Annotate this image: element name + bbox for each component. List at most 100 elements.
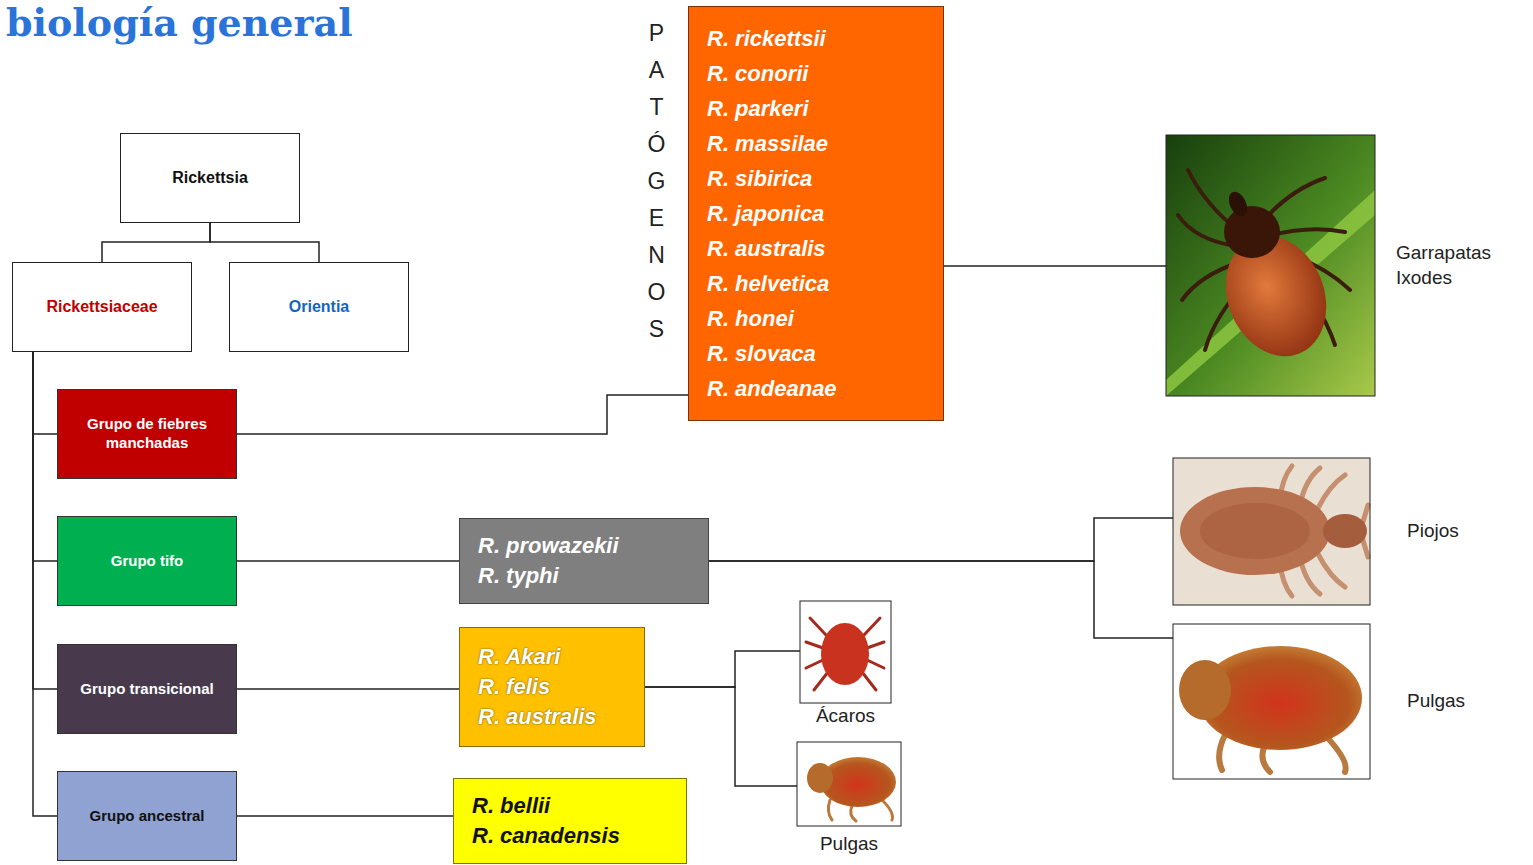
connector-line (237, 560, 459, 562)
species-box: R. prowazekiiR. typhi (459, 518, 709, 604)
louse-gut (1200, 503, 1310, 559)
node-label: Rickettsiaceae (46, 297, 157, 317)
flea-leg (1219, 735, 1225, 770)
group-box: Grupo tifo (57, 516, 237, 606)
connector-line (237, 815, 453, 817)
photo-ground (1166, 135, 1375, 396)
louse-head (1323, 514, 1367, 548)
species-box: R. AkariR. felisR. australis (459, 627, 645, 747)
group-box: Grupo ancestral (57, 771, 237, 861)
species-name: R. rickettsii (707, 21, 826, 56)
group-box: Grupo transicional (57, 644, 237, 734)
species-name: R. Akari (478, 642, 560, 672)
vector-picture: Piojos (1173, 458, 1459, 605)
mite-leg (864, 618, 880, 635)
louse-leg (1318, 554, 1345, 587)
species-name: R. parkeri (707, 91, 809, 126)
node-label: Grupo transicional (80, 680, 213, 699)
mite-leg (806, 642, 823, 648)
photo-frame (800, 601, 891, 703)
species-box: R. belliiR. canadensis (453, 778, 687, 864)
genus-box: Orientia (229, 262, 409, 352)
connector-line (709, 561, 1173, 638)
group-box: Grupo de fiebres manchadas (57, 389, 237, 479)
species-name: R. honei (707, 301, 794, 336)
tick-picture (1166, 135, 1375, 396)
vertical-heading: PATÓGENOS (645, 15, 668, 348)
page-title: biología general (6, 0, 353, 46)
species-name: R. bellii (472, 791, 550, 821)
mite-leg (810, 618, 826, 635)
mite-picture (800, 601, 891, 703)
connector-line (944, 265, 1166, 267)
louse-body (1180, 487, 1330, 575)
species-box: PATÓGENOSR. rickettsiiR. conoriiR. parke… (688, 6, 944, 421)
flea-picture (1173, 624, 1370, 779)
species-name: R. australis (707, 231, 826, 266)
species-name: R. japonica (707, 196, 824, 231)
node-label: Grupo tifo (111, 552, 183, 571)
picture-caption: Piojos (1407, 519, 1459, 544)
picture-caption: Pulgas (820, 832, 878, 857)
connector-line (645, 687, 797, 786)
species-name: R. conorii (707, 56, 808, 91)
picture-caption: Garrapatas Ixodes (1396, 241, 1491, 290)
mite-leg (867, 660, 884, 668)
connector-line (645, 651, 800, 687)
photo-frame (1166, 135, 1375, 396)
vector-picture: Garrapatas Ixodes (1166, 135, 1491, 396)
photo-frame (1173, 458, 1370, 605)
connector-line (210, 223, 319, 262)
tick-shield (1224, 206, 1280, 258)
node-label: Rickettsia (172, 168, 248, 188)
connector-group (33, 223, 1173, 816)
species-name: R. typhi (478, 561, 559, 591)
species-name: R. canadensis (472, 821, 620, 851)
connector-line (237, 688, 459, 690)
species-name: R. felis (478, 672, 550, 702)
species-name: R. andeanae (707, 371, 837, 406)
mite-legs (806, 618, 884, 690)
picture-caption: Ácaros (816, 704, 875, 729)
photo-ground (797, 742, 901, 826)
picture-slot (797, 742, 901, 826)
mite-leg (806, 660, 823, 668)
louse-leg (1318, 475, 1345, 508)
species-name: R. slovaca (707, 336, 816, 371)
species-name: R. australis (478, 702, 597, 732)
flea-picture (797, 742, 901, 826)
louse-picture (1173, 458, 1370, 605)
species-name: R. massilae (707, 126, 828, 161)
node-label: Grupo de fiebres manchadas (68, 415, 226, 453)
connector-line (102, 223, 210, 262)
picture-caption: Pulgas (1407, 689, 1465, 714)
mite-body (821, 623, 869, 685)
node-label: Grupo ancestral (89, 807, 204, 826)
species-name: R. helvetica (707, 266, 829, 301)
flea-leg (828, 800, 832, 820)
photo-frame (797, 742, 901, 826)
vector-picture: Ácaros (800, 601, 891, 729)
species-name: R. prowazekii (478, 531, 619, 561)
connector-line (33, 352, 57, 434)
tick-mouth (1225, 189, 1250, 219)
mite-leg (814, 672, 828, 690)
species-name: R. sibirica (707, 161, 812, 196)
family-box: Rickettsiaceae (12, 262, 192, 352)
photo-frame (1173, 624, 1370, 779)
flea-leg (851, 806, 856, 821)
grass-blade (1166, 190, 1375, 396)
connector-line (33, 352, 57, 816)
picture-slot (1173, 458, 1370, 605)
mite-leg (862, 672, 876, 690)
connector-line (237, 395, 688, 434)
flea-head (1179, 660, 1231, 720)
node-label: Orientia (289, 297, 349, 317)
connector-line (33, 352, 57, 689)
connector-line (709, 518, 1173, 561)
vector-picture: Pulgas (1173, 624, 1465, 779)
vector-picture: Pulgas (797, 742, 901, 857)
picture-slot (800, 601, 891, 703)
photo-ground (800, 601, 891, 703)
